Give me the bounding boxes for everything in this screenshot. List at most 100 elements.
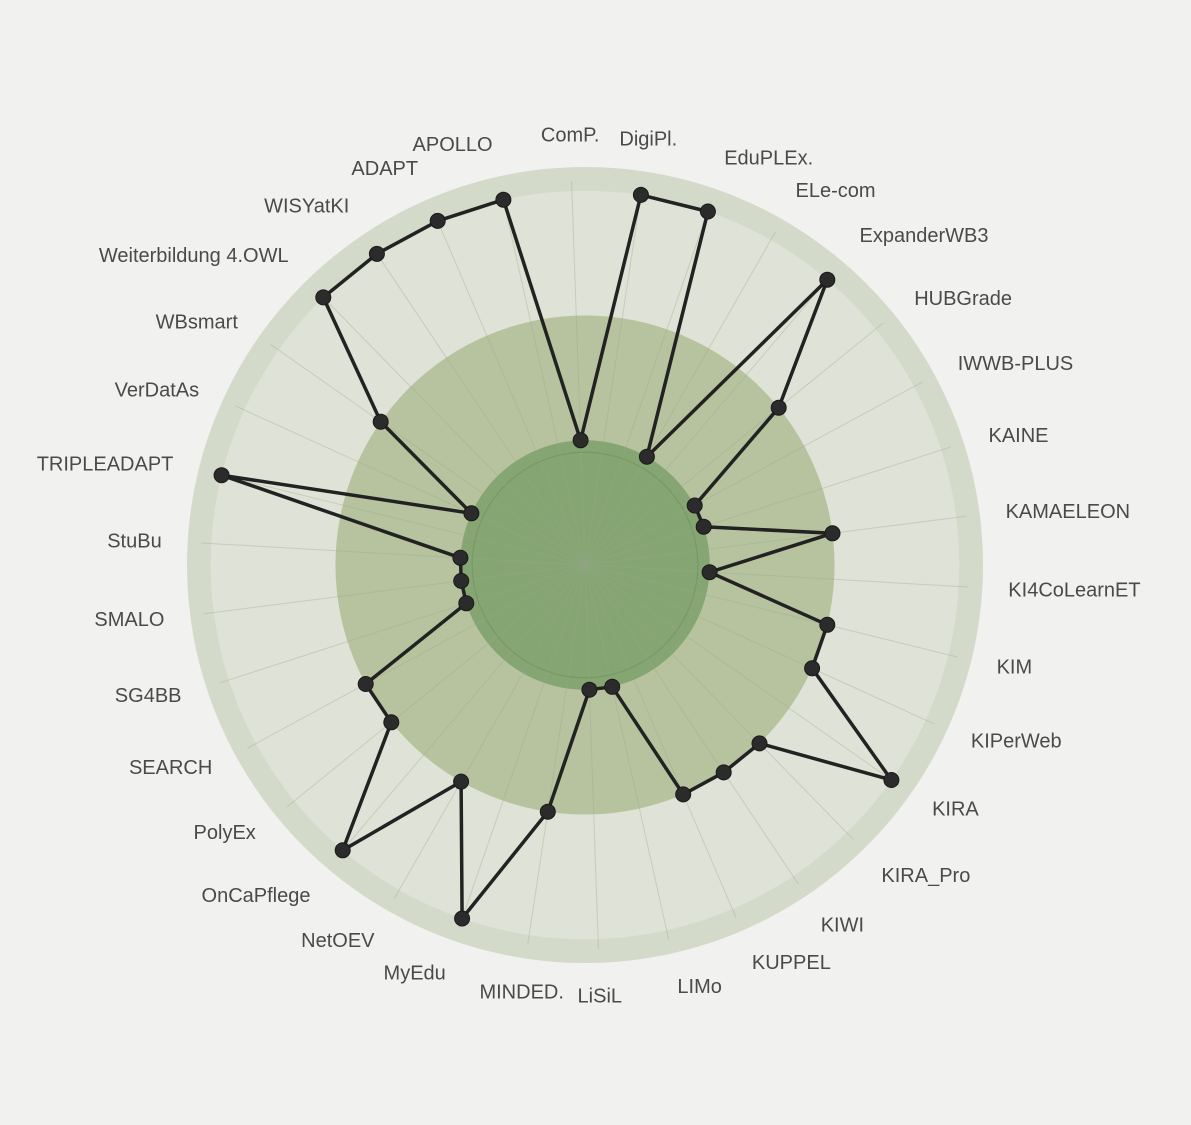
data-point [458,595,475,612]
spoke [584,231,777,566]
data-point [372,413,389,430]
spoke [584,564,900,786]
data-point [581,681,598,698]
radar-bands [187,167,983,963]
spoke [584,564,958,658]
data-point [675,786,692,803]
axis-label: LIMo [677,976,721,998]
radar-axis-labels: ComP.DigiPl.EduPLEx.ELe-comExpanderWB3HU… [37,124,1141,1007]
data-point [883,772,900,788]
spoke [584,564,854,840]
axis-label: APOLLO [413,134,493,156]
axis-label: OnCaPflege [202,885,311,907]
spoke [204,564,586,615]
axis-label: ELe-com [796,180,876,202]
data-point [604,678,621,695]
spoke [371,245,586,566]
data-point [454,910,471,927]
axis-label: SMALO [94,609,164,631]
axis-label: KIM [997,657,1033,679]
spoke [571,181,586,566]
spoke [316,290,586,566]
spoke [584,272,834,566]
axis-label: KI4CoLearnET [1008,579,1140,601]
data-point [770,399,787,416]
axis-label: KUPPEL [752,952,831,974]
data-point [824,525,841,542]
axis-label: KAINE [989,425,1049,447]
spoke [393,564,586,899]
radar-series [213,186,900,927]
data-point [751,735,768,752]
spoke [584,564,737,919]
data-point [715,764,732,781]
data-point [686,497,703,514]
spoke [433,211,586,566]
axis-label: KIWI [821,915,864,937]
axis-label: PolyEx [194,822,256,844]
axis-label: KIPerWeb [971,731,1062,753]
data-point [463,505,480,522]
data-point [632,186,649,203]
axis-label: SG4BB [115,685,182,707]
axis-label: LiSiL [578,986,622,1008]
axis-label: MINDED. [479,981,563,1003]
inner-ring-edge [471,451,699,679]
spoke [584,322,884,566]
data-point [213,467,230,484]
spoke [500,190,586,566]
data-point [453,773,470,790]
radar-spokes [201,181,969,949]
spoke [527,564,586,945]
spoke [336,564,586,858]
spoke [212,472,586,566]
axis-label: VerDatAs [115,379,199,401]
spoke [270,344,586,566]
data-point [819,271,836,288]
spoke [584,446,951,566]
spoke [458,564,586,928]
spoke [584,202,712,566]
spoke [247,564,586,749]
data-point [539,803,556,820]
data-point [495,191,512,208]
spoke [584,185,643,566]
spoke [201,542,586,566]
data-point [334,842,351,859]
spoke [584,515,966,566]
spoke [235,405,586,566]
axis-label: IWWB-PLUS [958,353,1074,375]
data-point [357,676,374,692]
spoke [584,564,935,725]
axis-label: ADAPT [351,158,418,180]
spoke [584,564,599,949]
axis-label: SEARCH [129,757,212,779]
axis-label: DigiPl. [619,129,677,151]
axis-label: KIRA [932,799,979,821]
data-point [572,432,589,449]
axis-label: TRIPLEADAPT [37,453,174,475]
axis-label: MyEdu [384,963,446,985]
spoke [219,564,586,684]
data-point [453,572,470,589]
data-point [368,245,385,262]
data-point [452,549,469,566]
axis-label: HUBGrade [914,288,1012,310]
axis-label: WBsmart [156,312,239,334]
axis-label: KIRA_Pro [881,865,970,887]
spoke [584,564,799,885]
data-point [699,203,716,220]
data-point [804,660,821,677]
data-point [383,714,400,731]
axis-label: KAMAELEON [1006,501,1130,523]
data-point [638,448,655,465]
center-dot [583,563,587,567]
axis-label: EduPLEx. [724,148,813,170]
axis-label: NetOEV [301,930,375,952]
axis-label: ExpanderWB3 [860,225,989,247]
data-point [429,212,446,229]
data-point [315,289,332,306]
spoke [584,564,670,940]
